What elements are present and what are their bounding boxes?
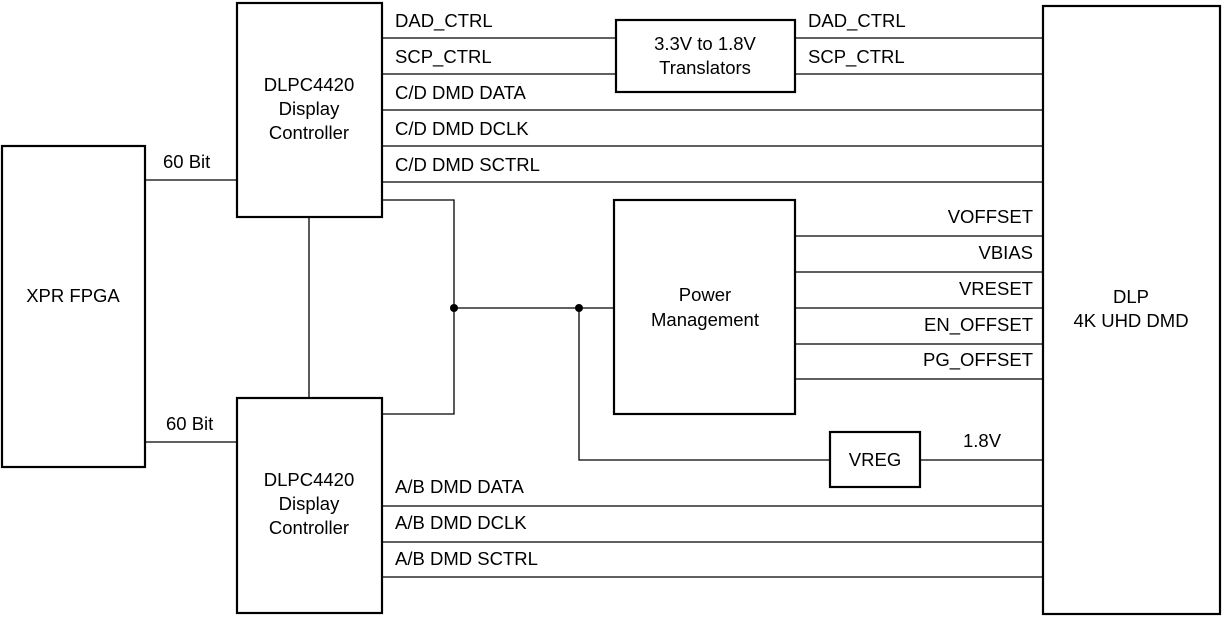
dmd-block: DLP 4K UHD DMD [1041,4,1222,616]
top-controller-power-wire [382,199,455,415]
dad-ctrl-label-left: DAD_CTRL [395,10,493,32]
top-controller-block: DLPC4420 Display Controller [235,1,384,219]
dad-ctrl-label-right: DAD_CTRL [808,10,906,32]
bus-label-top: 60 Bit [163,151,210,172]
bus-label-bottom: 60 Bit [166,413,213,434]
cd-dmd-sctrl-label: C/D DMD SCTRL [395,154,540,175]
bottom-controller-label-line-3: Controller [269,517,349,538]
top-controller-label-line-2: Display [279,98,340,119]
vreg-block: VREG [828,430,922,489]
wires [145,37,1043,578]
cd-dmd-data-label: C/D DMD DATA [395,82,527,103]
junction-dot [450,304,458,312]
xpr-fpga-label: XPR FPGA [26,285,120,306]
power-management-label-line-1: Power [679,284,731,305]
ab-dmd-sctrl-label: A/B DMD SCTRL [395,548,538,569]
voffset-label: VOFFSET [948,206,1033,227]
scp-ctrl-label-right: SCP_CTRL [808,46,905,68]
translators-label-line-2: Translators [659,57,751,78]
pg-offset-label: PG_OFFSET [923,349,1033,371]
ab-dmd-dclk-label: A/B DMD DCLK [395,512,527,533]
translators-label-line-1: 3.3V to 1.8V [654,33,756,54]
bottom-controller-block: DLPC4420 Display Controller [235,396,384,615]
power-management-label-line-2: Management [651,309,759,330]
ab-dmd-data-label: A/B DMD DATA [395,476,524,497]
translators-block: 3.3V to 1.8V Translators [614,18,797,94]
bottom-controller-label-line-2: Display [279,493,340,514]
top-controller-label-line-1: DLPC4420 [264,74,355,95]
vreg-output-label: 1.8V [963,430,1002,451]
vbias-label: VBIAS [979,242,1034,263]
en-offset-label: EN_OFFSET [924,314,1033,336]
scp-ctrl-label-left: SCP_CTRL [395,46,492,68]
junction-dot [575,304,583,312]
top-controller-label-line-3: Controller [269,122,349,143]
bottom-controller-label-line-1: DLPC4420 [264,469,355,490]
vreg-feed-wire [578,308,830,461]
xpr-fpga-block: XPR FPGA [0,144,147,469]
vreg-label: VREG [849,449,901,470]
dmd-label-line-2: 4K UHD DMD [1073,310,1188,331]
power-management-block: Power Management [612,198,797,416]
dmd-label-line-1: DLP [1113,286,1149,307]
vreset-label: VRESET [959,278,1033,299]
cd-dmd-dclk-label: C/D DMD DCLK [395,118,529,139]
